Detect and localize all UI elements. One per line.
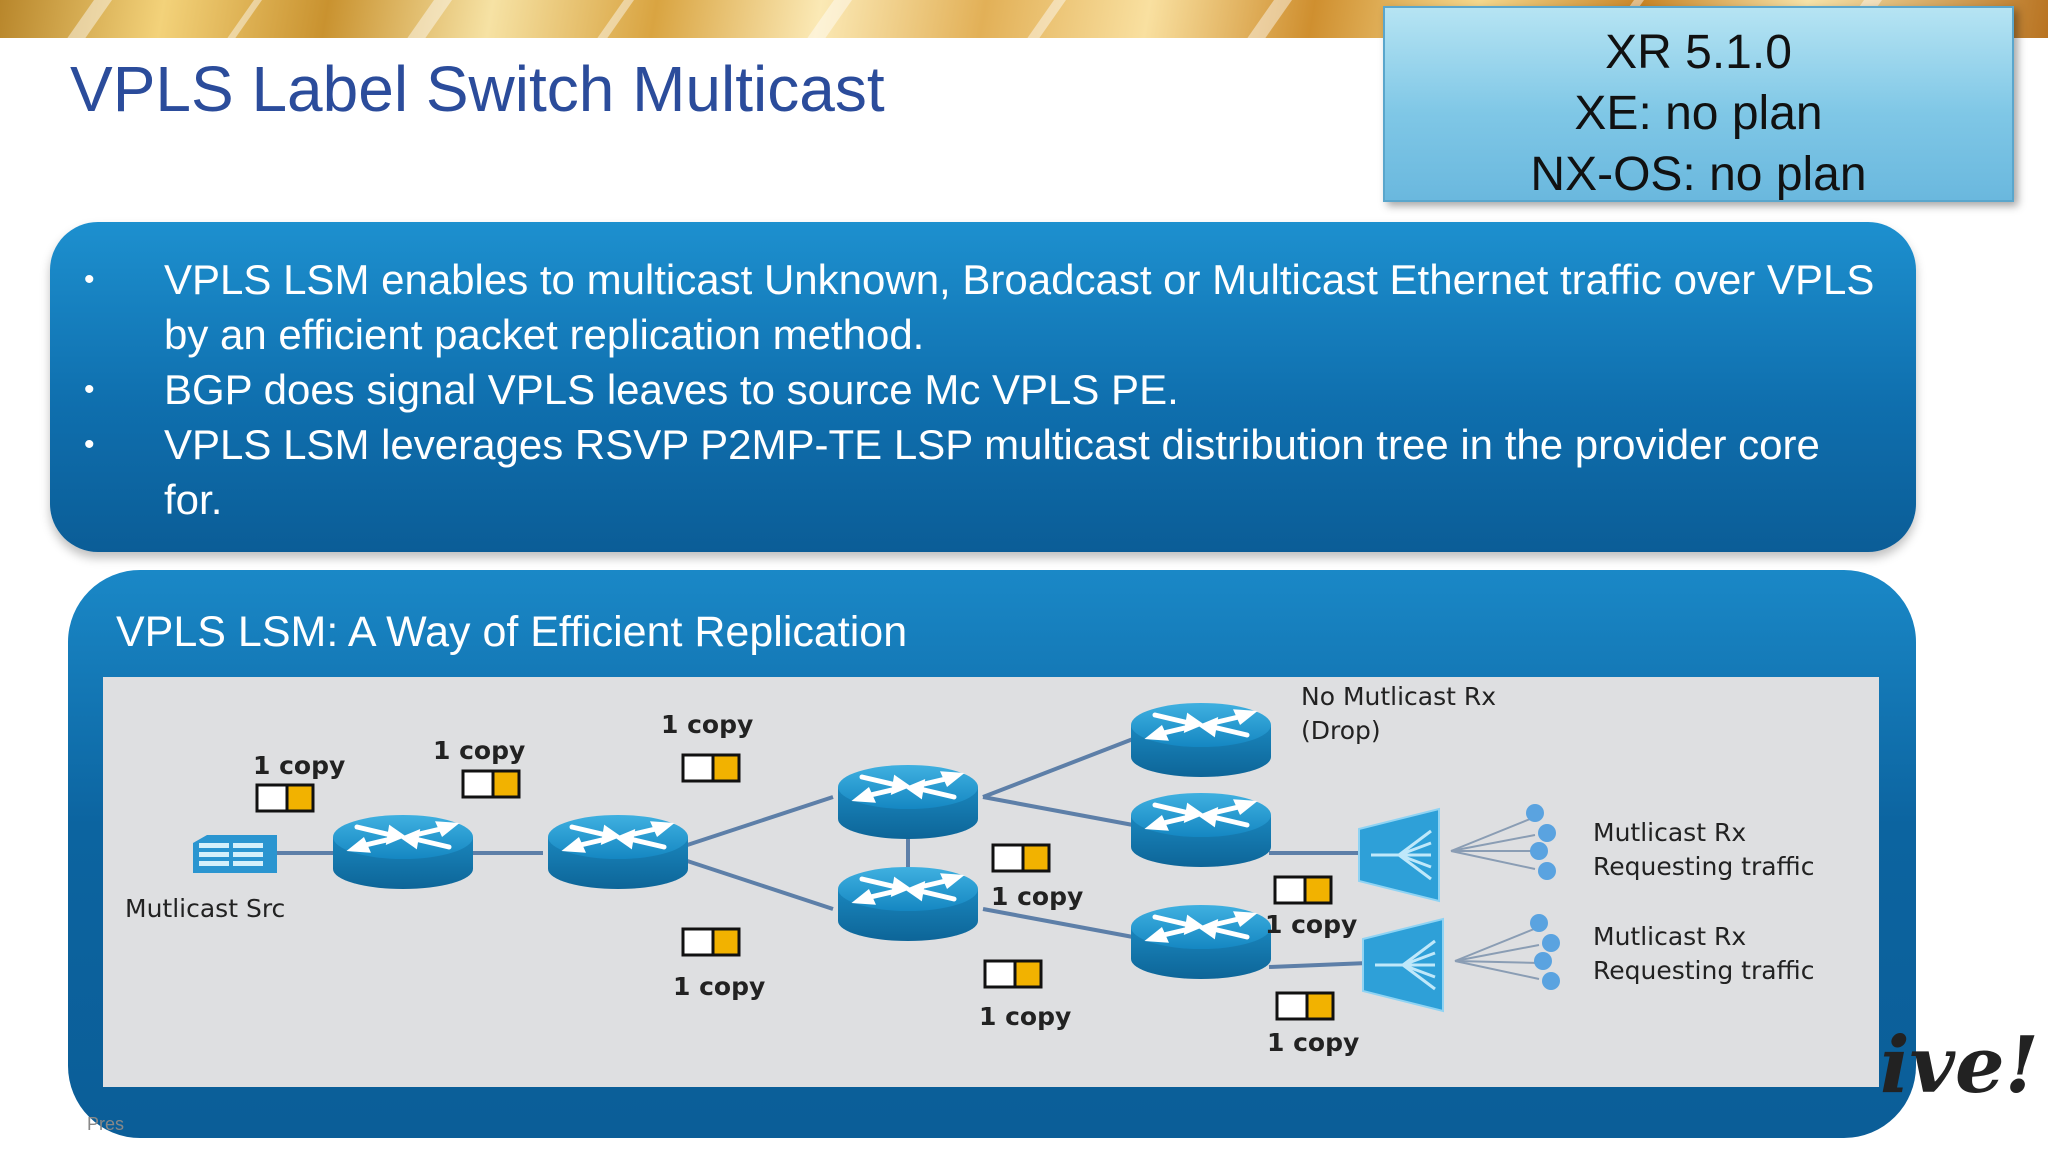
bullet-list: • VPLS LSM enables to multicast Unknown, … (50, 252, 1916, 527)
bullet-text: VPLS LSM leverages RSVP P2MP-TE LSP mult… (164, 421, 1820, 523)
bullet-marker: • (84, 428, 95, 461)
live-logo: ive! (1880, 1020, 2039, 1111)
slide-title: VPLS Label Switch Multicast (70, 53, 885, 125)
router-icon (1131, 905, 1271, 979)
receiver-host-icon (1526, 804, 1544, 822)
version-line-xe: XE: no plan (1574, 87, 1823, 140)
version-line-xr: XR 5.1.0 (1605, 26, 1792, 79)
receiver-host-icon (1538, 824, 1556, 842)
copy-label: 1 copy (673, 972, 765, 1001)
packet-icon (681, 753, 741, 783)
router-icon (1131, 793, 1271, 867)
switch-icon (1361, 917, 1445, 1013)
receiver-host-icon (1534, 952, 1552, 970)
receiver-host-icon (1530, 842, 1548, 860)
router-icon (333, 815, 473, 889)
source-label: Mutlicast Src (125, 894, 285, 923)
packet-icon (461, 769, 521, 799)
router-icon (838, 867, 978, 941)
copy-label: 1 copy (979, 1002, 1071, 1031)
replication-diagram: 1 copy 1 copy 1 copy 1 copy 1 copy 1 cop… (103, 677, 1879, 1087)
receiver-host-icon (1538, 862, 1556, 880)
router-icon (548, 815, 688, 889)
receiver-host-icon (1542, 934, 1560, 952)
version-box: XR 5.1.0 XE: no plan NX-OS: no plan (1383, 6, 2014, 202)
bullet-marker: • (84, 373, 95, 406)
packet-icon (983, 959, 1043, 989)
link-lines (275, 737, 1369, 969)
rx-label: Mutlicast Rx (1593, 818, 1746, 847)
packet-icon (991, 843, 1051, 873)
packet-icon (255, 783, 315, 813)
copy-label: 1 copy (1265, 910, 1357, 939)
version-line-nxos: NX-OS: no plan (1530, 148, 1867, 201)
rx-sublabel: Requesting traffic (1593, 956, 1814, 985)
bullet-item: • VPLS LSM enables to multicast Unknown, … (50, 252, 1916, 362)
router-icon (838, 765, 978, 839)
receiver-host-icon (1530, 914, 1548, 932)
copy-label: 1 copy (661, 710, 753, 739)
bullet-text: BGP does signal VPLS leaves to source Mc… (164, 366, 1179, 413)
router-icon (1131, 703, 1271, 777)
host-links (1450, 816, 1540, 980)
receiver-host-icon (1542, 972, 1560, 990)
packet-icon (1273, 875, 1333, 905)
footer-text: Pres (87, 1114, 125, 1134)
network-diagram: 1 copy 1 copy 1 copy 1 copy 1 copy 1 cop… (125, 682, 1814, 1057)
copy-label: 1 copy (991, 882, 1083, 911)
packet-icon (1275, 991, 1335, 1021)
replication-panel: VPLS LSM: A Way of Efficient Replication (68, 570, 1916, 1138)
copy-label: 1 copy (433, 736, 525, 765)
bullet-text: VPLS LSM enables to multicast Unknown, B… (164, 256, 1875, 358)
packet-icon (681, 927, 741, 957)
copy-label: 1 copy (1267, 1028, 1359, 1057)
bullet-item: • VPLS LSM leverages RSVP P2MP-TE LSP mul… (50, 417, 1916, 527)
no-rx-sublabel: (Drop) (1301, 716, 1381, 745)
bullet-marker: • (84, 263, 95, 296)
switch-icon (1357, 807, 1441, 903)
no-rx-label: No Mutlicast Rx (1301, 682, 1496, 711)
copy-label: 1 copy (253, 751, 345, 780)
rx-label: Mutlicast Rx (1593, 922, 1746, 951)
multicast-source-icon (193, 835, 277, 873)
replication-title: VPLS LSM: A Way of Efficient Replication (116, 608, 908, 656)
rx-sublabel: Requesting traffic (1593, 852, 1814, 881)
bullet-panel: • VPLS LSM enables to multicast Unknown, … (50, 222, 1916, 552)
bullet-item: • BGP does signal VPLS leaves to source M… (50, 362, 1916, 417)
